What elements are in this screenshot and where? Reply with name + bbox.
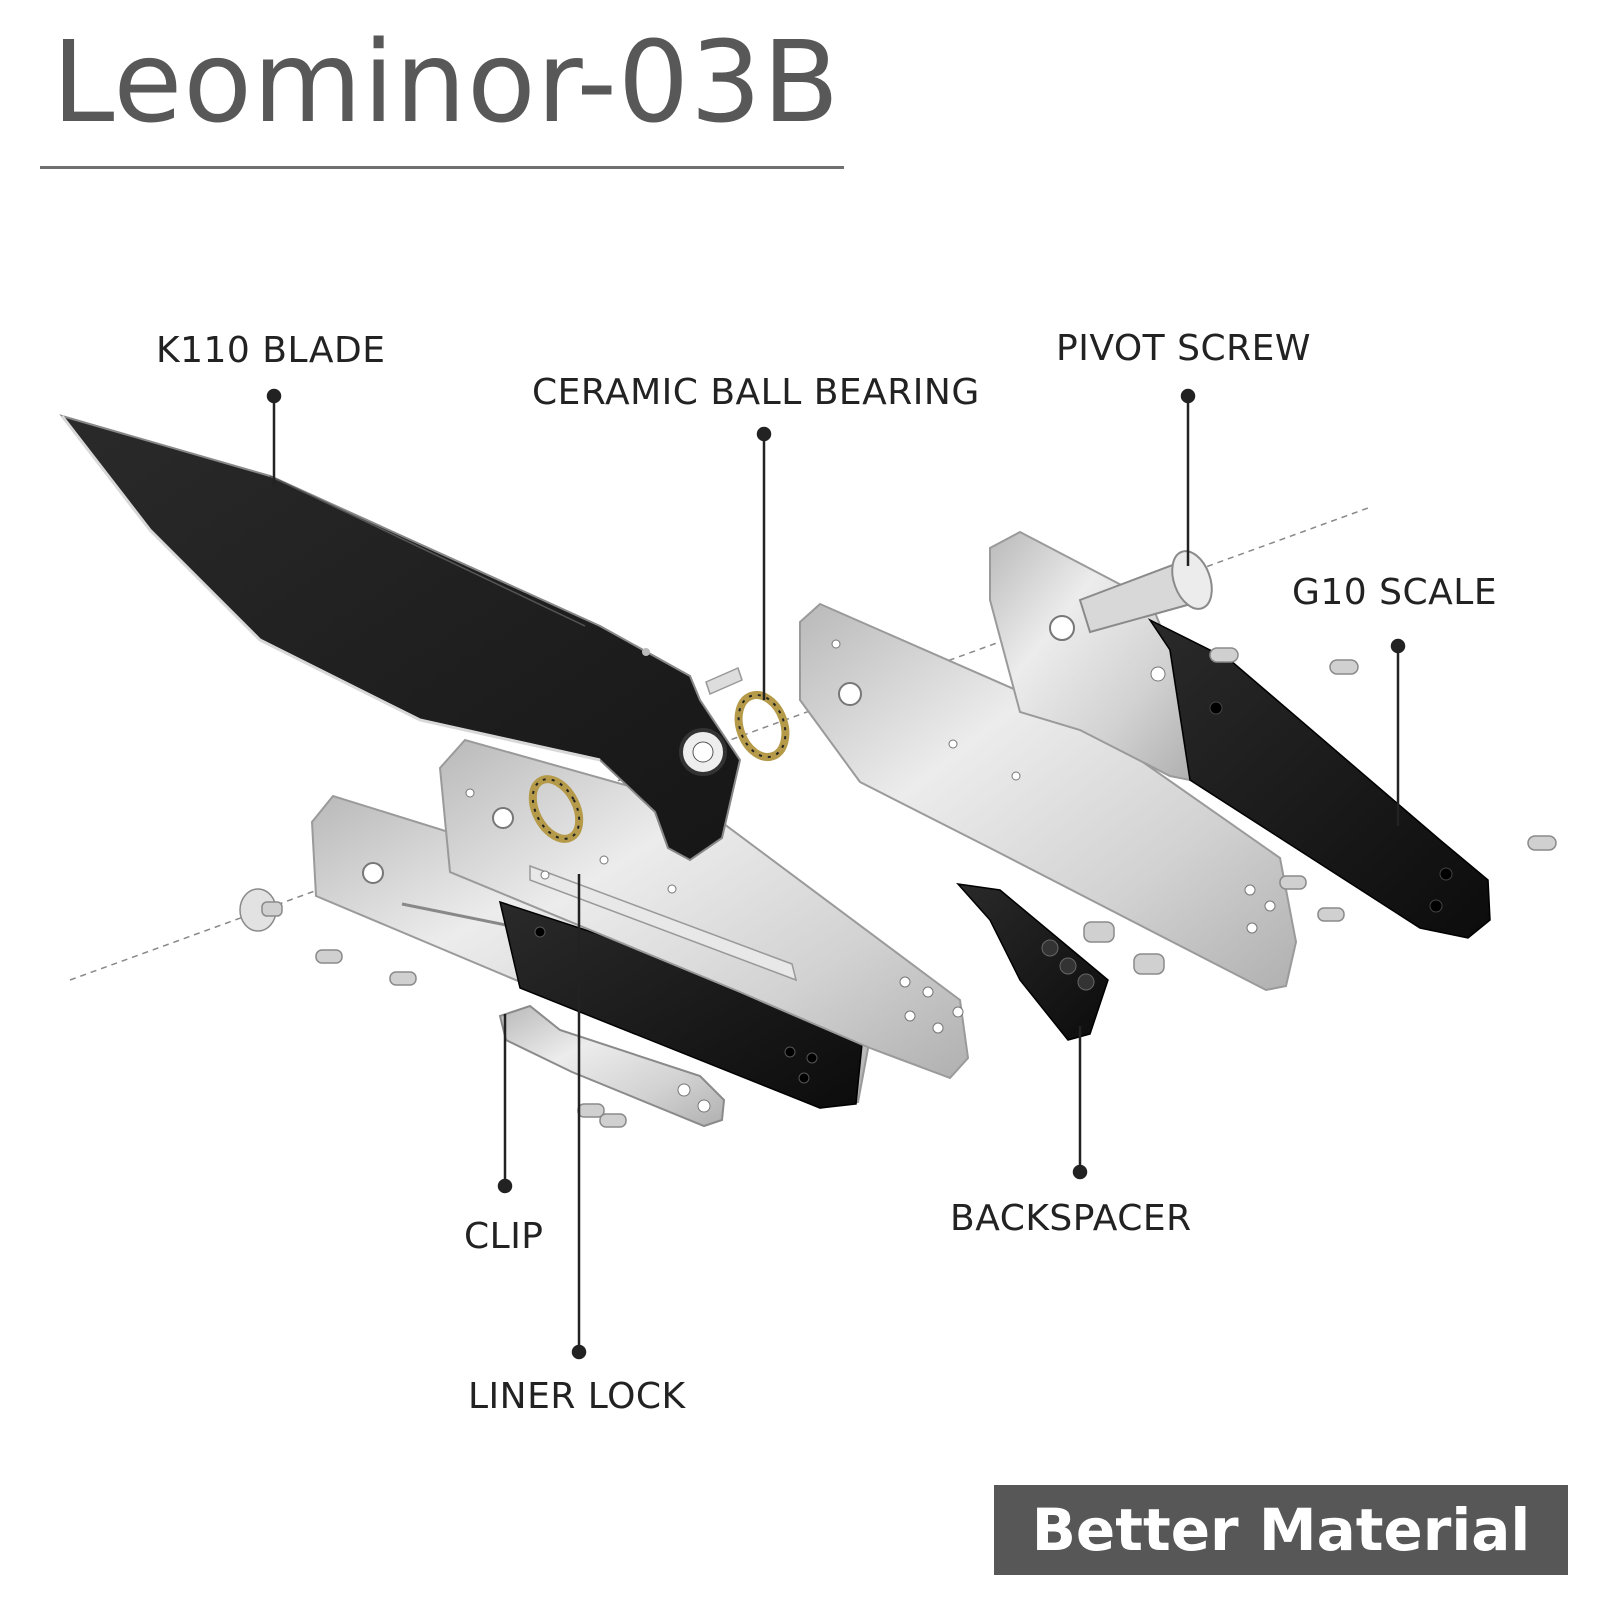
callout-clip: CLIP	[464, 1216, 544, 1257]
callout-backspacer: BACKSPACER	[950, 1198, 1192, 1239]
badge-label: Better Material	[1031, 1496, 1531, 1564]
pivot-screw	[1078, 550, 1213, 634]
stop-pin	[705, 666, 743, 696]
callout-pivot: PIVOT SCREW	[1056, 328, 1311, 369]
liner-lock-plate	[438, 738, 970, 1080]
bolster-steel	[989, 530, 1192, 782]
callout-scale: G10 SCALE	[1292, 572, 1498, 613]
screws	[239, 647, 1557, 1128]
pocket-clip	[498, 1004, 726, 1128]
callout-blade: K110 BLADE	[156, 330, 386, 371]
callout-bearing: CERAMIC BALL BEARING	[532, 372, 980, 413]
better-material-badge: Better Material	[994, 1485, 1568, 1575]
page-title: Leominor-03B	[52, 18, 841, 148]
ceramic-bearing-front	[734, 691, 790, 761]
title-underline	[40, 166, 844, 169]
g10-scale	[1147, 618, 1491, 939]
k110-blade	[59, 414, 742, 862]
backspacer	[956, 882, 1109, 1041]
front-liner	[799, 602, 1298, 992]
callout-liner: LINER LOCK	[468, 1376, 686, 1417]
